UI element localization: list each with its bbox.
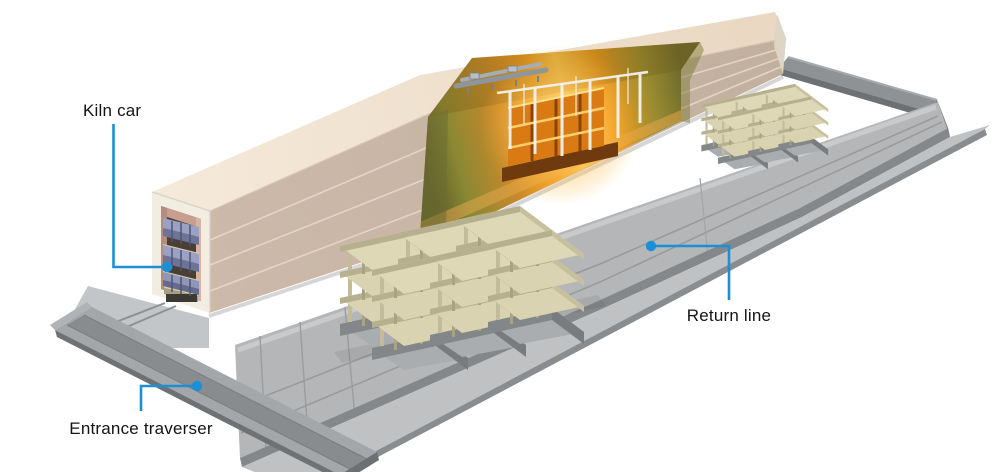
kiln-car-loaded xyxy=(163,218,199,302)
entrance-traverser-track xyxy=(50,302,379,472)
kiln-cutaway-firing-zone xyxy=(420,42,704,236)
label-return-line: Return line xyxy=(687,306,771,325)
kiln-car-callout-dot xyxy=(161,261,173,273)
label-kiln-car: Kiln car xyxy=(83,101,141,120)
entrance-traverser-callout: Entrance traverser xyxy=(69,380,213,438)
kiln-car-callout: Kiln car xyxy=(83,101,173,273)
return-line-apron xyxy=(242,125,990,472)
kiln-entrance-opening xyxy=(161,206,201,302)
label-entrance-traverser: Entrance traverser xyxy=(69,419,213,438)
kiln-car-in-firing-zone xyxy=(502,87,618,182)
return-line-callout: Return line xyxy=(645,240,771,325)
kiln-roof-piping xyxy=(453,62,549,94)
ware-shelf xyxy=(163,272,199,296)
return-line-callout-dot xyxy=(645,240,657,252)
kiln-burners xyxy=(496,68,649,156)
entrance-traverser-callout-dot xyxy=(191,380,203,392)
